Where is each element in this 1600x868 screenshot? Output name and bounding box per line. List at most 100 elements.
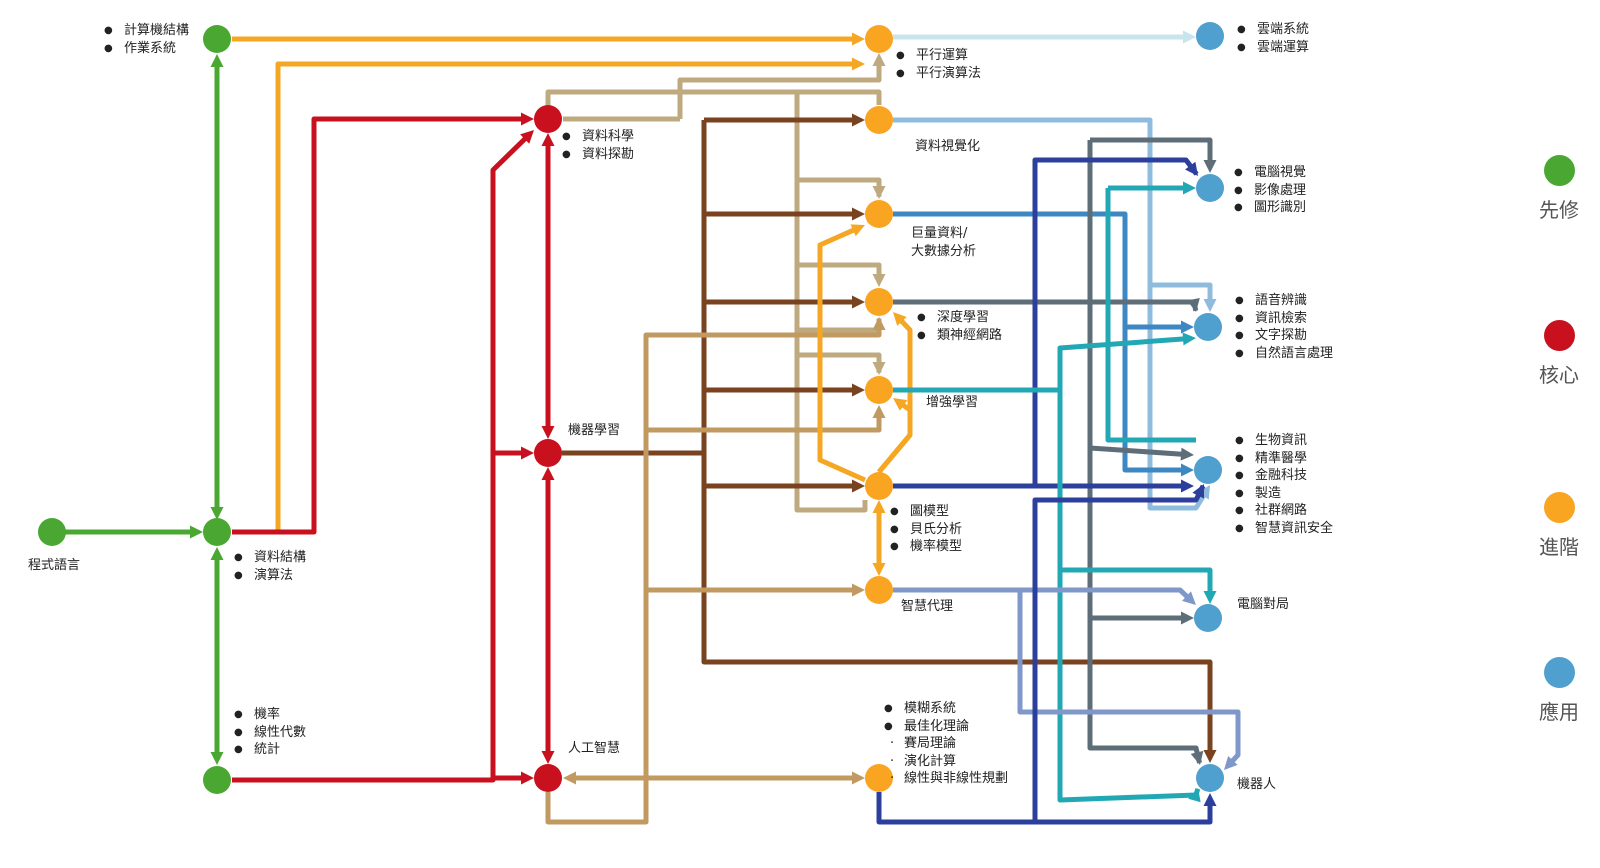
edge-arrowhead [1180,447,1194,461]
bio-fin-line: 金融科技 [1235,467,1333,485]
fuzzy-opt-line: 最佳化理論 [884,718,1008,736]
node-parallel [865,25,893,53]
legend-core-label: 核心 [1539,363,1579,387]
label-graphical-models: 圖模型貝氏分析機率模型 [890,503,962,556]
edge-line [797,352,882,373]
edge-brown [704,383,865,397]
edge-khaki [677,53,886,119]
graphical-models-line: 圖模型 [890,503,962,521]
node-games [1194,604,1222,632]
edge-arrowhead [1182,332,1196,346]
edge-arrowhead [1183,30,1196,44]
edge-arrowhead [1203,750,1217,763]
label-fuzzy-opt: 模糊系統最佳化理論賽局理論演化計算線性與非線性規劃 [884,700,1008,788]
math-line: 線性代數 [234,724,306,742]
edge-line [877,401,913,474]
edge-arrowhead [1224,756,1238,770]
node-math [203,766,231,794]
legend-application-label: 應用 [1539,700,1579,724]
node-agents [865,576,893,604]
node-data-structures [203,518,231,546]
edge-arrowhead [563,771,576,785]
edge-line [1020,587,1191,600]
edge-grey [893,297,1200,312]
edge-arrowhead [852,295,865,309]
node-machine-learning [534,439,562,467]
fuzzy-opt-line: 線性與非線性規劃 [884,770,1008,788]
computer-systems-line: 計算機結構 [104,22,189,40]
edge-line [1150,282,1213,302]
edge-line [797,177,882,197]
node-robots [1196,764,1224,792]
node-artificial-intelligence [534,764,562,792]
edge-khaki [797,177,886,199]
edge-line [232,135,529,783]
edge-arrowhead [852,207,865,221]
node-computer-systems [203,25,231,53]
edge-red [493,446,534,460]
edge-line [817,226,867,483]
edge-arrowhead [852,32,865,46]
big-data-line: 大數據分析 [911,243,977,259]
machine-learning-line: 機器學習 [568,423,621,438]
edge-khaki [545,89,882,105]
edge-red [493,771,534,785]
edge-arrowhead [1183,181,1196,195]
bio-fin-line: 生物資訊 [1235,432,1333,450]
label-artificial-intelligence: 人工智慧 [568,740,620,758]
label-vision: 電腦視覺影像處理圖形識別 [1234,164,1306,217]
label-agents: 智慧代理 [901,598,953,616]
edge-periwinkle [893,587,1241,770]
bio-fin-line: 精準醫學 [1235,450,1333,468]
node-bio-fin [1194,456,1222,484]
label-reinforcement: 增強學習 [926,394,978,412]
edge-orange [817,224,867,483]
edge-navy [1032,157,1199,486]
data-science-line: 資料科學 [562,128,634,146]
vision-line: 影像處理 [1234,182,1306,200]
legend-application-swatch [1543,657,1575,688]
bio-fin-line: 智慧資訊安全 [1235,520,1333,538]
edge-line [1060,567,1213,594]
edge-line [797,262,882,277]
edge-arrowhead [210,547,224,560]
edge-periwinkle [1020,587,1196,605]
deep-learning-line: 類神經網路 [917,327,1002,345]
edge-khaki [797,262,886,287]
edge-arrowhead [1181,611,1194,625]
label-computer-systems: 計算機結構作業系統 [104,22,189,57]
label-deep-learning: 深度學習類神經網路 [917,309,1002,344]
edge-arrowhead [1203,160,1217,173]
label-data-science: 資料科學資料探勘 [562,128,634,163]
edge-line [646,415,882,433]
edge-arrowhead [872,405,886,418]
legend-advanced-swatch [1543,492,1575,523]
edge-red [541,467,555,764]
edge-arrowhead [1203,299,1217,312]
edge-arrowhead [852,383,865,397]
edge-tan [545,317,886,825]
graphical-models-line: 機率模型 [890,538,962,556]
label-big-data: 巨量資料/大數據分析 [911,225,976,260]
edge-arrowhead [1203,793,1217,806]
legend-advanced: 進階 [1524,492,1594,560]
edge-orange [232,32,865,46]
legend-core-swatch [1543,320,1575,351]
node-cloud [1196,22,1224,50]
edge-red [232,112,534,535]
data-structures-line: 演算法 [234,567,306,585]
edge-arrowhead [893,312,907,326]
edge-green [63,525,203,539]
edge-arrowhead [1185,161,1198,176]
edge-arrowhead [872,317,886,330]
legend-prereq-label: 先修 [1539,198,1579,222]
edge-khaki [797,352,886,375]
edge-teal [1108,181,1196,195]
speech-nlp-line: 資訊檢索 [1235,310,1333,328]
edge-tan [563,771,646,785]
label-programming: 程式語言 [28,557,80,575]
speech-nlp-line: 自然語言處理 [1235,345,1333,363]
vision-line: 電腦視覺 [1234,164,1306,182]
legend-advanced-label: 進階 [1539,535,1579,559]
